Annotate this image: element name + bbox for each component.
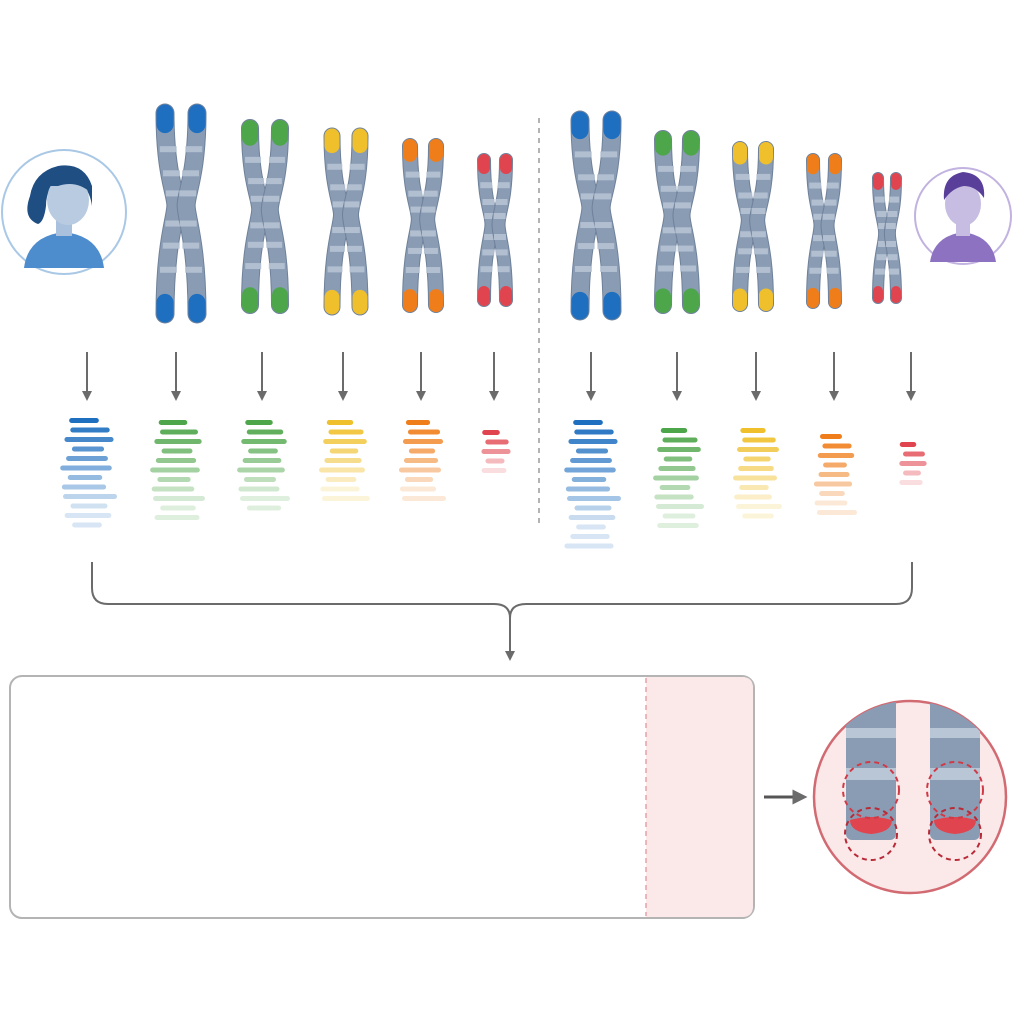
offspring-panel <box>9 675 755 919</box>
highlight-region <box>646 677 753 917</box>
paternal-chromosome <box>654 130 700 314</box>
maternal-chromosome <box>477 153 513 307</box>
band-pattern <box>564 420 621 549</box>
band-pattern <box>150 420 205 520</box>
band-pattern <box>60 418 117 528</box>
band-pattern <box>237 420 290 511</box>
merge-bracket <box>91 562 913 619</box>
band-pattern <box>733 428 782 519</box>
band-pattern <box>813 434 857 515</box>
maternal-chromosome <box>402 138 444 313</box>
paternal-chromosome <box>872 172 902 304</box>
paternal-chromosome <box>732 141 774 312</box>
paternal-chromosome <box>570 110 622 321</box>
band-pattern <box>653 428 704 528</box>
band-pattern <box>481 430 511 473</box>
man-avatar-icon <box>914 167 1012 265</box>
down-arrows <box>82 352 916 401</box>
band-pattern <box>398 420 446 501</box>
short-telomere-right <box>934 817 976 834</box>
band-pattern-layer <box>60 418 927 549</box>
paternal-chromosome <box>806 153 842 309</box>
maternal-chromosome <box>155 103 207 324</box>
telomere-zoom-icon <box>812 699 1008 895</box>
maternal-chromosome <box>241 119 289 314</box>
woman-avatar-icon <box>1 149 127 275</box>
band-pattern <box>319 420 370 501</box>
maternal-chromosome <box>323 127 369 316</box>
band-pattern <box>899 442 927 485</box>
short-telomere-left <box>850 817 892 834</box>
